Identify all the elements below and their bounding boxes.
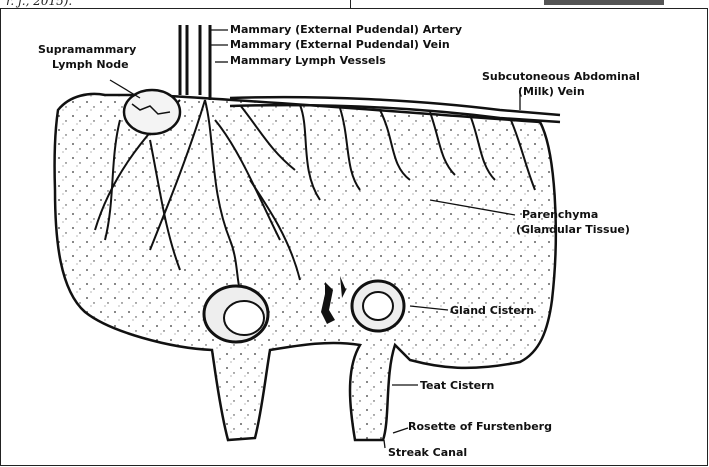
label-milk-vein-1: Subcutoneous Abdominal	[482, 70, 640, 83]
label-supramammary-2: Lymph Node	[52, 58, 129, 71]
artery-vessel	[180, 25, 187, 95]
label-milk-vein-2: (Milk) Vein	[518, 85, 585, 98]
label-vein: Mammary (External Pudendal) Vein	[230, 38, 450, 51]
label-streak-canal: Streak Canal	[388, 446, 467, 459]
vein-vessel	[200, 25, 210, 100]
lymph-node	[124, 90, 180, 134]
label-lymph-vessels: Mammary Lymph Vessels	[230, 54, 386, 67]
label-rosette: Rosette of Furstenberg	[408, 420, 552, 433]
label-gland-cistern: Gland Cistern	[450, 304, 534, 317]
label-teat-cistern: Teat Cistern	[420, 379, 494, 392]
label-parenchyma-1: Parenchyma	[522, 208, 598, 221]
label-artery: Mammary (External Pudendal) Artery	[230, 23, 462, 36]
label-parenchyma-2: (Glandular Tissue)	[516, 223, 630, 236]
label-supramammary-1: Supramammary	[38, 43, 136, 56]
